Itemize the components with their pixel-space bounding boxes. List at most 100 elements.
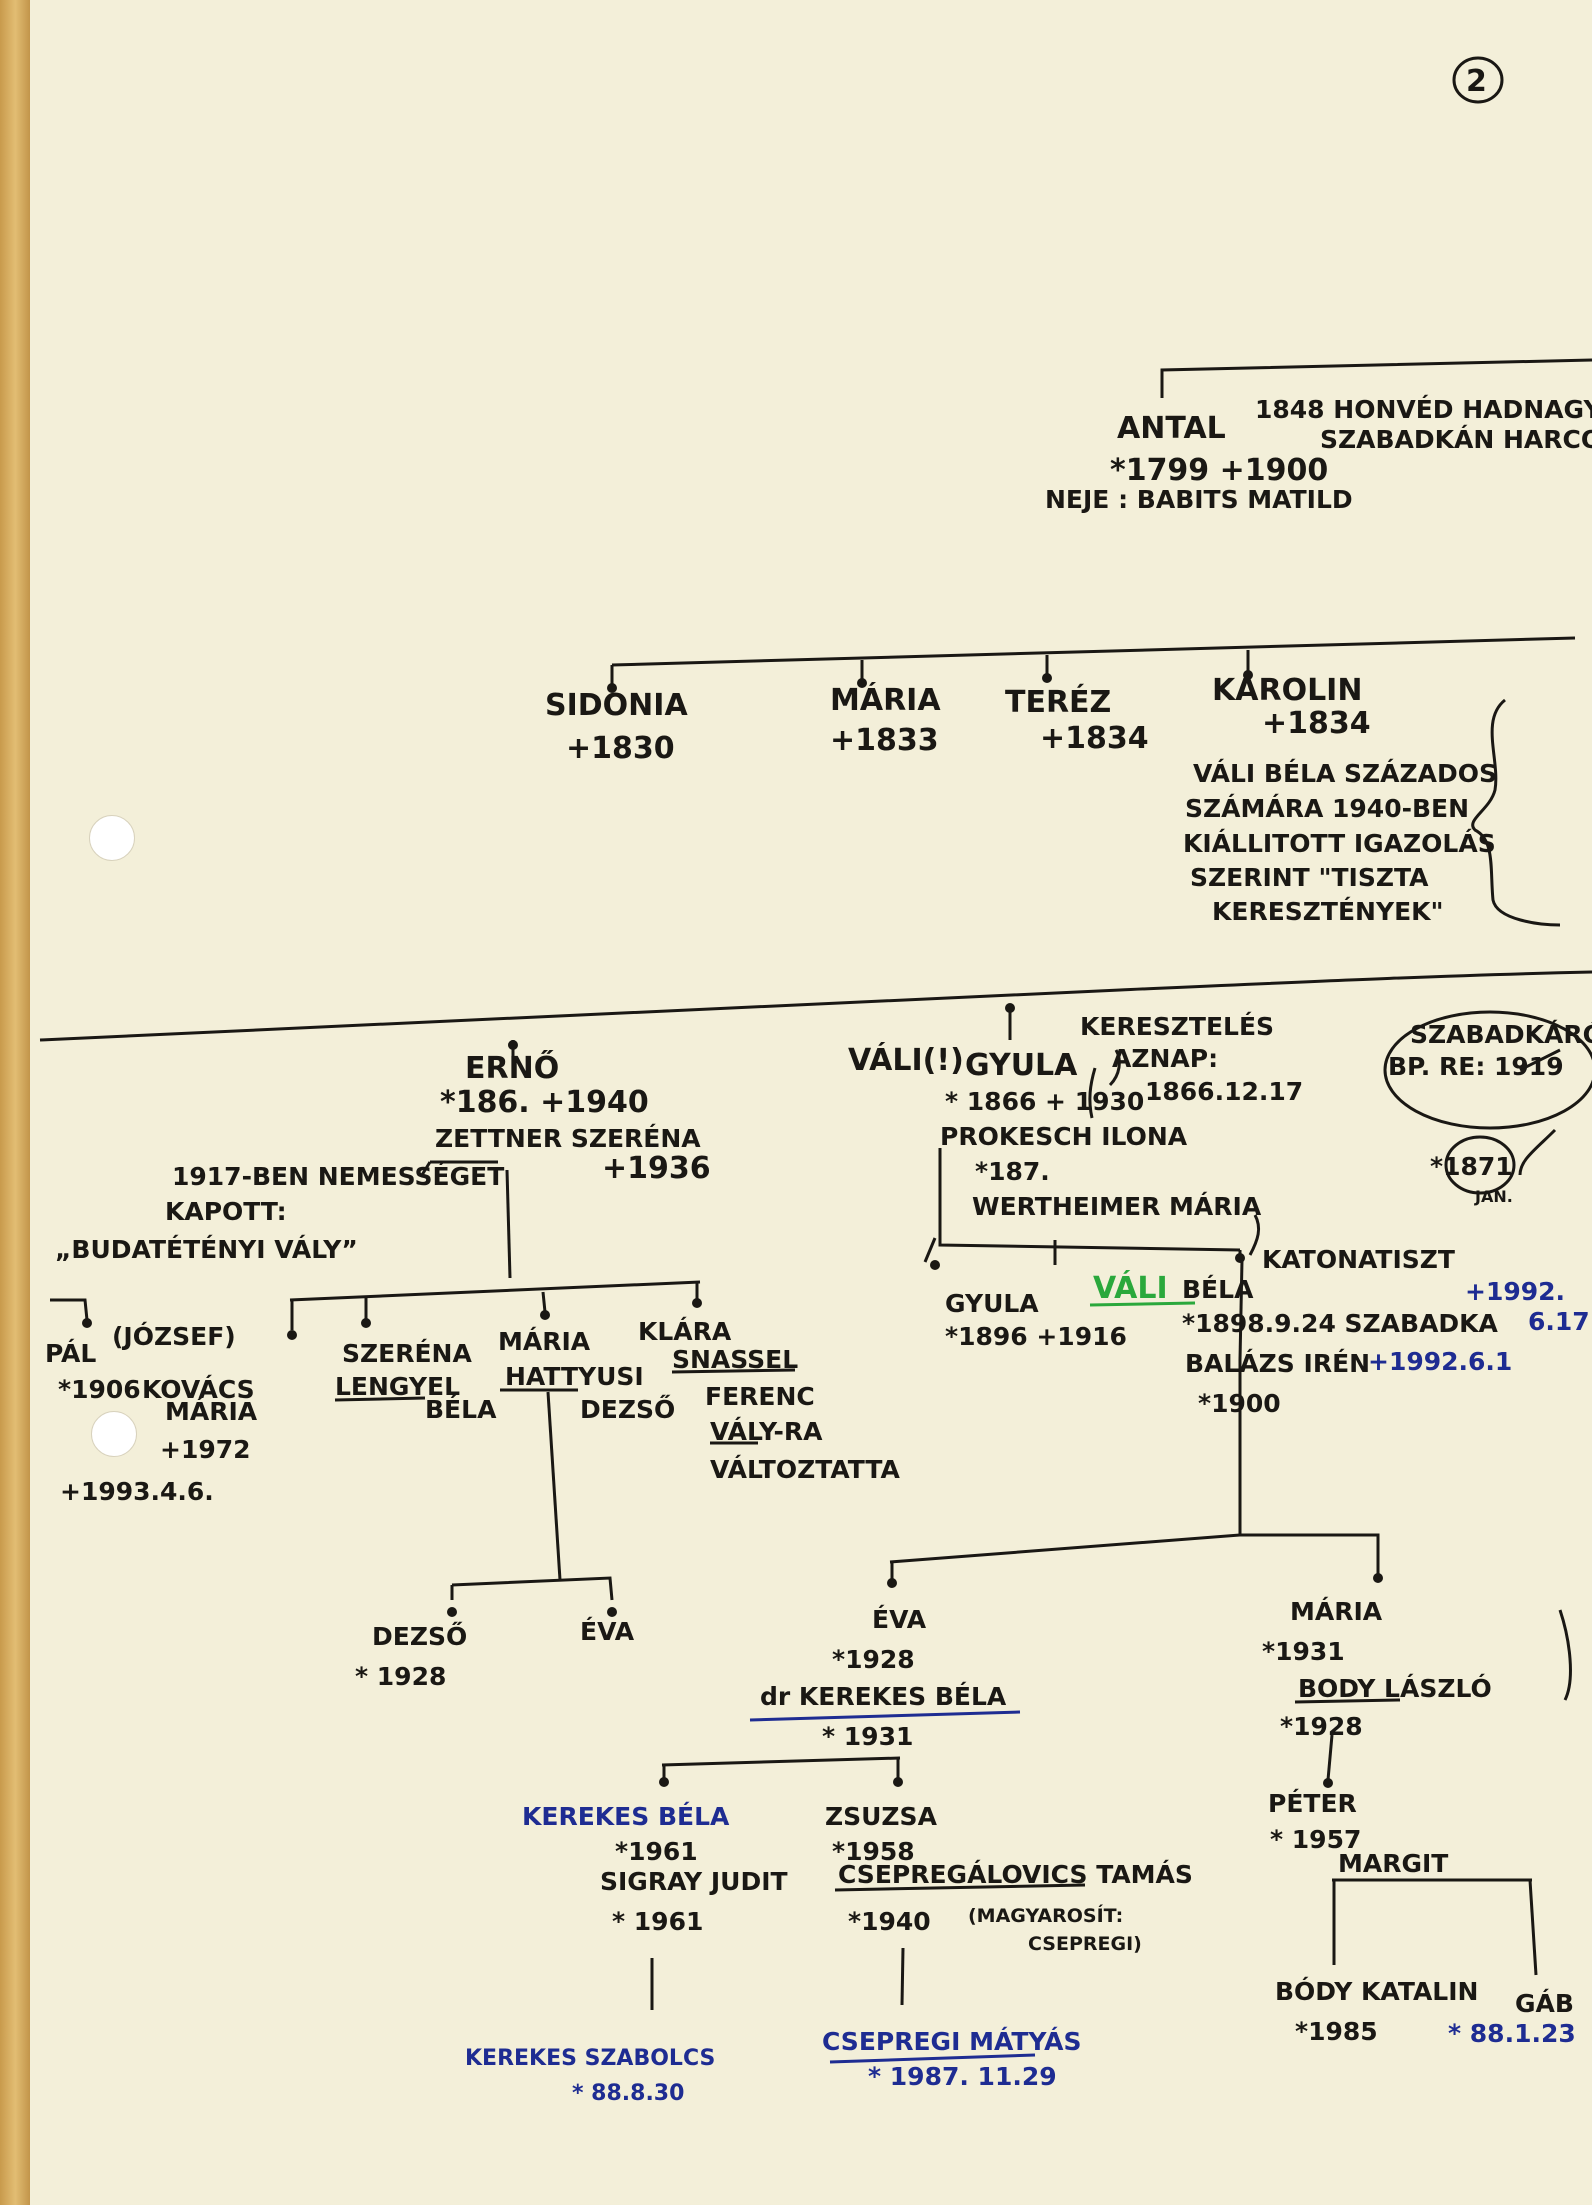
bela-death: +1992. <box>1465 1277 1565 1306</box>
bela-name: BÉLA <box>1182 1275 1254 1304</box>
maria-name: MÁRIA <box>830 682 941 718</box>
maria3-husband: BODY LÁSZLÓ <box>1298 1673 1492 1703</box>
terez-name: TERÉZ <box>1005 684 1111 720</box>
maria2-husband: HATTYUSI <box>505 1362 644 1391</box>
kb-wife-dates: * 1961 <box>612 1907 703 1936</box>
karolin-note-5: KERESZTÉNYEK" <box>1212 897 1444 926</box>
katalin-dates: *1985 <box>1295 2017 1378 2046</box>
maria3-dates: *1931 <box>1262 1637 1345 1666</box>
bela-wife: BALÁZS IRÉN <box>1185 1349 1370 1378</box>
zsuzsa-husband-dates: *1940 <box>848 1907 931 1936</box>
pal-wife-dates: +1972 <box>160 1435 251 1464</box>
gyula-wife2: WERTHEIMER MÁRIA <box>972 1192 1262 1221</box>
klara-note-3: VÁLTOZTATTA <box>710 1455 900 1484</box>
pal-wife-2: MÁRIA <box>165 1397 258 1426</box>
dezso-dates: * 1928 <box>355 1662 446 1691</box>
eva-h-name: ÉVA <box>580 1617 635 1646</box>
antal-name: ANTAL <box>1117 411 1226 446</box>
maria3-name: MÁRIA <box>1290 1597 1383 1626</box>
pal-name: PÁL <box>45 1339 96 1368</box>
pal-paren: (JÓZSEF) <box>112 1321 236 1351</box>
maria3-husband-dates: *1928 <box>1280 1712 1363 1741</box>
sidonia-dates: +1830 <box>566 731 675 766</box>
bela-death-2: 6.17 <box>1528 1307 1590 1336</box>
klara-name: KLÁRA <box>638 1317 732 1346</box>
peter-dates: * 1957 <box>1270 1825 1361 1854</box>
birth-circle-sub: JAN. <box>1474 1187 1513 1206</box>
klara-husband: SNASSEL <box>672 1345 798 1374</box>
zsuzsa-note-1: (MAGYAROSÍT: <box>968 1904 1123 1927</box>
gyula-baptism-2: AZNAP: <box>1112 1044 1218 1073</box>
karolin-note-2: SZÁMÁRA 1940-BEN <box>1185 794 1469 823</box>
underlines <box>334 1301 1401 2064</box>
birth-circle: *1871 <box>1430 1152 1513 1181</box>
zsuzsa-name: ZSUZSA <box>825 1802 938 1831</box>
oval-line-2: BP. RE: 1919 <box>1388 1052 1564 1081</box>
kb-wife: SIGRAY JUDIT <box>600 1867 788 1896</box>
karolin-note-1: VÁLI BÉLA SZÁZADOS <box>1193 759 1497 788</box>
erno-note-2: KAPOTT: <box>165 1197 287 1226</box>
karolin-dates: +1834 <box>1262 706 1371 741</box>
katalin-name: BÓDY KATALIN <box>1275 1976 1478 2006</box>
antal-note-2: SZABADKÁN HARCOL <box>1320 425 1592 454</box>
karolin-name: KÁROLIN <box>1212 672 1362 708</box>
szabolcs-name: KEREKES SZABOLCS <box>465 2046 715 2071</box>
eva-husband-dates: * 1931 <box>822 1722 913 1751</box>
maria2-name: MÁRIA <box>498 1327 591 1356</box>
peter-wife: MARGIT <box>1338 1849 1448 1878</box>
matyas-dates: * 1987. 11.29 <box>868 2062 1057 2091</box>
szerena-husband: LENGYEL <box>335 1372 460 1401</box>
matyas-name: CSEPREGI MÁTYÁS <box>822 2027 1081 2056</box>
punch-hole-top <box>89 815 135 861</box>
szerena-name: SZERÉNA <box>342 1339 472 1368</box>
klara-note-2: VÁLY-RA <box>710 1417 823 1446</box>
bela-surname: VÁLI <box>1093 1270 1168 1306</box>
bela-role: KATONATISZT <box>1262 1245 1455 1274</box>
gyula2-name: GYULA <box>945 1289 1039 1318</box>
vali-label: VÁLI(!) <box>848 1042 964 1078</box>
zsuzsa-husband: CSEPREGÁLOVICS TAMÁS <box>838 1860 1193 1889</box>
szerena-husband-2: BÉLA <box>425 1395 497 1424</box>
erno-name: ERNŐ <box>465 1049 559 1086</box>
maria-dates: +1833 <box>830 723 939 758</box>
tree-nodes <box>82 670 1383 1788</box>
pal-wife: KOVÁCS <box>142 1375 255 1404</box>
bela-dates: *1898.9.24 SZABADKA <box>1182 1309 1499 1338</box>
tree-lines <box>39 56 1592 2010</box>
erno-wife-dates: +1936 <box>602 1151 711 1186</box>
oval-line-1: SZABADKÁRÓL <box>1410 1019 1592 1049</box>
karolin-note-3: KIÁLLITOTT IGAZOLÁS <box>1183 829 1496 858</box>
punch-hole-bottom <box>91 1411 137 1457</box>
eva-dates: *1928 <box>832 1645 915 1674</box>
maria2-husband-2: DEZSŐ <box>580 1394 675 1424</box>
folder-edge <box>0 0 34 2205</box>
gyula-wife1-dates: *187. <box>975 1157 1050 1186</box>
erno-wife: ZETTNER SZERÉNA <box>435 1124 701 1153</box>
erno-dates: *186. +1940 <box>440 1085 649 1120</box>
gab-dates: * 88.1.23 <box>1448 2019 1576 2048</box>
antal-wife: NEJE : BABITS MATILD <box>1045 485 1353 514</box>
gyula-baptism-3: 1866.12.17 <box>1145 1077 1303 1106</box>
gyula-dates: * 1866 + 1930 <box>945 1087 1144 1116</box>
antal-dates: *1799 +1900 <box>1110 453 1328 488</box>
gab-name: GÁB <box>1515 1989 1574 2018</box>
sidonia-name: SIDONIA <box>545 688 688 723</box>
szabolcs-dates: * 88.8.30 <box>572 2081 684 2106</box>
erno-note-3: „BUDATÉTÉNYI VÁLY” <box>55 1235 358 1264</box>
gyula-baptism-1: KERESZTELÉS <box>1080 1012 1274 1041</box>
kb-name: KEREKES BÉLA <box>522 1802 730 1831</box>
erno-note-1: 1917-BEN NEMESSÉGET <box>172 1162 504 1191</box>
pal-dates: *1906 <box>58 1375 141 1404</box>
karolin-note-4: SZERINT "TISZTA <box>1190 863 1429 892</box>
gyula-wife1: PROKESCH ILONA <box>940 1122 1188 1151</box>
eva-name: ÉVA <box>872 1605 927 1634</box>
kb-dates: *1961 <box>615 1837 698 1866</box>
peter-name: PÉTER <box>1268 1789 1357 1818</box>
zsuzsa-note-2: CSEPREGI) <box>1028 1933 1142 1955</box>
eva-husband: dr KEREKES BÉLA <box>760 1682 1007 1711</box>
page-number: 2 <box>1466 64 1487 99</box>
zsuzsa-dates: *1958 <box>832 1837 915 1866</box>
bela-wife-death: +1992.6.1 <box>1368 1347 1512 1376</box>
antal-note-1: 1848 HONVÉD HADNAGY <box>1255 395 1592 424</box>
